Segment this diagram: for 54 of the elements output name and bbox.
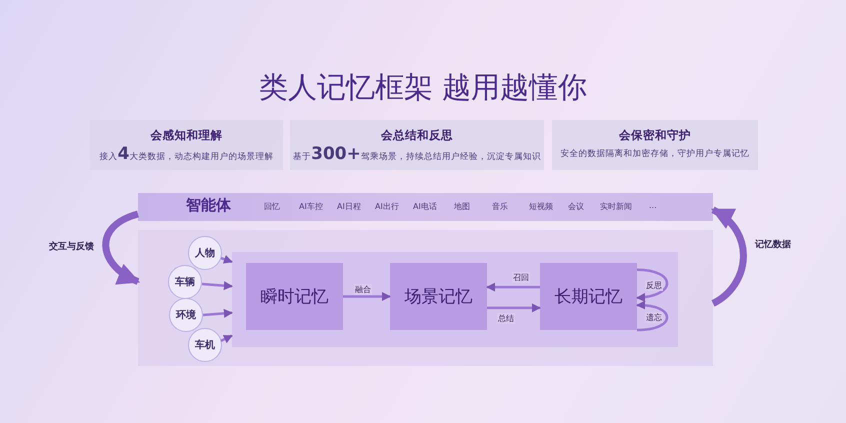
memory-label: 长期记忆 — [554, 286, 622, 308]
memory-panel — [138, 230, 713, 366]
edge-label: 遗忘 — [645, 312, 663, 323]
agent-item: 短视频 — [529, 201, 553, 212]
card-description: 接入4大类数据，动态构建用户的场景理解 — [98, 144, 274, 166]
agent-item: 地图 — [454, 201, 470, 212]
curved-arrow — [102, 210, 140, 285]
arrow — [220, 334, 233, 344]
loop-arrow — [636, 300, 668, 332]
loop-arrow — [636, 268, 668, 302]
agent-title: 智能体 — [186, 196, 231, 215]
agent-item: 实时新闻 — [600, 201, 632, 212]
agent-item: ... — [649, 201, 657, 210]
arrow — [486, 282, 540, 292]
arrow — [487, 303, 541, 312]
edge-label: 反思 — [645, 280, 663, 291]
circle-label: 车辆 — [175, 275, 195, 289]
agent-item: AI日程 — [337, 201, 361, 212]
card-heading: 会感知和理解 — [149, 128, 224, 143]
agent-item: AI车控 — [299, 201, 323, 212]
circle-label: 车机 — [195, 338, 215, 352]
arrow — [343, 292, 391, 301]
memory-flow-panel — [232, 252, 678, 347]
memory-label: 瞬时记忆 — [260, 286, 328, 308]
agent-item: 音乐 — [492, 201, 508, 212]
title: 类人记忆框架 越用越懂你 — [258, 69, 588, 106]
memory-box — [390, 263, 487, 330]
card-description: 安全的数据隔离和加密存储，守护用户专属记忆 — [560, 148, 750, 161]
curved-arrow — [711, 206, 747, 306]
input-circle — [169, 298, 203, 332]
agent-item: 回忆 — [264, 201, 280, 212]
edge-label: 召回 — [512, 272, 530, 283]
memory-label: 场景记忆 — [404, 286, 472, 308]
memory-box — [246, 263, 343, 330]
arrow — [220, 255, 233, 264]
arrow — [202, 308, 233, 318]
input-circle — [168, 265, 202, 299]
circle-label: 环境 — [176, 308, 196, 322]
input-circle — [188, 328, 222, 362]
agent-item: AI电话 — [413, 201, 437, 212]
edge-label: 记忆数据 — [754, 238, 792, 251]
arrow — [202, 281, 233, 290]
card-description: 基于300+驾乘场景，持续总结用户经验，沉淀专属知识 — [292, 144, 542, 166]
agent-bar — [138, 193, 713, 221]
edge-label: 总结 — [497, 313, 515, 324]
input-circle — [188, 236, 222, 270]
agent-item: 会议 — [568, 201, 584, 212]
edge-label: 交互与反馈 — [48, 240, 95, 253]
card-heading: 会总结和反思 — [380, 128, 454, 143]
circle-label: 人物 — [195, 246, 215, 260]
agent-item: AI出行 — [375, 201, 399, 212]
card-heading: 会保密和守护 — [618, 128, 692, 143]
edge-label: 融合 — [354, 284, 372, 295]
memory-box — [540, 263, 637, 330]
